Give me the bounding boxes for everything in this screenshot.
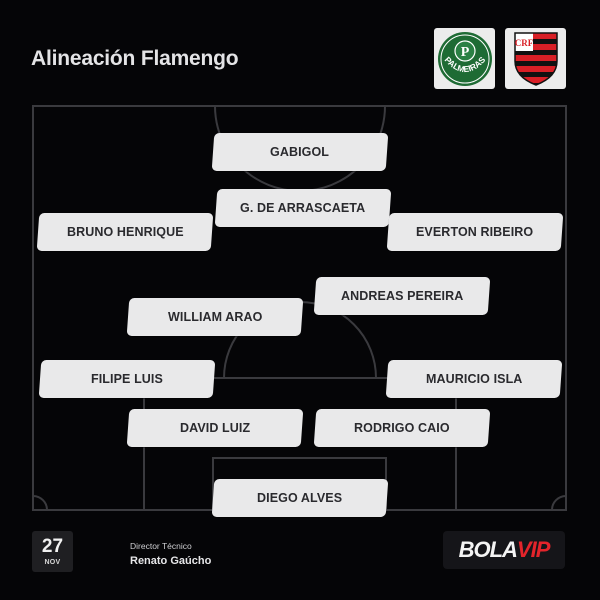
player-card-defensive-midfielder[interactable]: WILLIAM ARAO: [126, 298, 304, 336]
coach-label: Director Técnico: [130, 541, 192, 551]
player-name: BRUNO HENRIQUE: [66, 225, 184, 239]
player-name: RODRIGO CAIO: [354, 421, 450, 435]
palmeiras-logo-icon: P PALMEIRAS: [437, 31, 492, 86]
player-card-attacking-midfielder[interactable]: G. DE ARRASCAETA: [214, 189, 392, 227]
player-card-central-midfielder[interactable]: ANDREAS PEREIRA: [313, 277, 491, 315]
player-name: EVERTON RIBEIRO: [416, 225, 534, 239]
player-card-left-winger[interactable]: BRUNO HENRIQUE: [36, 213, 214, 251]
player-name: WILLIAM ARAO: [167, 310, 263, 324]
flamengo-logo-icon: CRF: [513, 31, 558, 86]
player-name: MAURICIO ISLA: [425, 372, 523, 386]
player-card-center-back-right[interactable]: RODRIGO CAIO: [313, 409, 491, 447]
svg-text:P: P: [460, 45, 469, 60]
date-month: NOV: [44, 559, 61, 566]
flamengo-crest: CRF: [505, 28, 566, 89]
player-name: FILIPE LUIS: [91, 372, 163, 386]
player-name: G. DE ARRASCAETA: [240, 201, 366, 215]
player-card-right-winger[interactable]: EVERTON RIBEIRO: [386, 213, 564, 251]
date-day: 27: [41, 536, 64, 557]
corner-arc-left: [32, 495, 48, 511]
brand-part1: BOLA: [458, 537, 518, 562]
palmeiras-crest: P PALMEIRAS: [434, 28, 495, 89]
brand-part2: VIP: [516, 537, 550, 562]
coach-name: Renato Gaúcho: [130, 555, 212, 567]
player-name: DIEGO ALVES: [257, 491, 343, 505]
player-name: DAVID LUIZ: [179, 421, 251, 435]
player-card-goalkeeper[interactable]: DIEGO ALVES: [211, 479, 389, 517]
page-title: Alineación Flamengo: [31, 47, 239, 70]
player-card-left-back[interactable]: FILIPE LUIS: [38, 360, 216, 398]
player-name: ANDREAS PEREIRA: [340, 289, 464, 303]
player-card-forward[interactable]: GABIGOL: [211, 133, 389, 171]
corner-arc-right: [551, 495, 567, 511]
match-date-badge: 27 NOV: [32, 531, 73, 572]
player-name: GABIGOL: [270, 145, 330, 159]
svg-text:CRF: CRF: [514, 38, 533, 48]
player-card-right-back[interactable]: MAURICIO ISLA: [385, 360, 563, 398]
player-card-center-back-left[interactable]: DAVID LUIZ: [126, 409, 304, 447]
svg-text:PALMEIRAS: PALMEIRAS: [442, 54, 487, 74]
